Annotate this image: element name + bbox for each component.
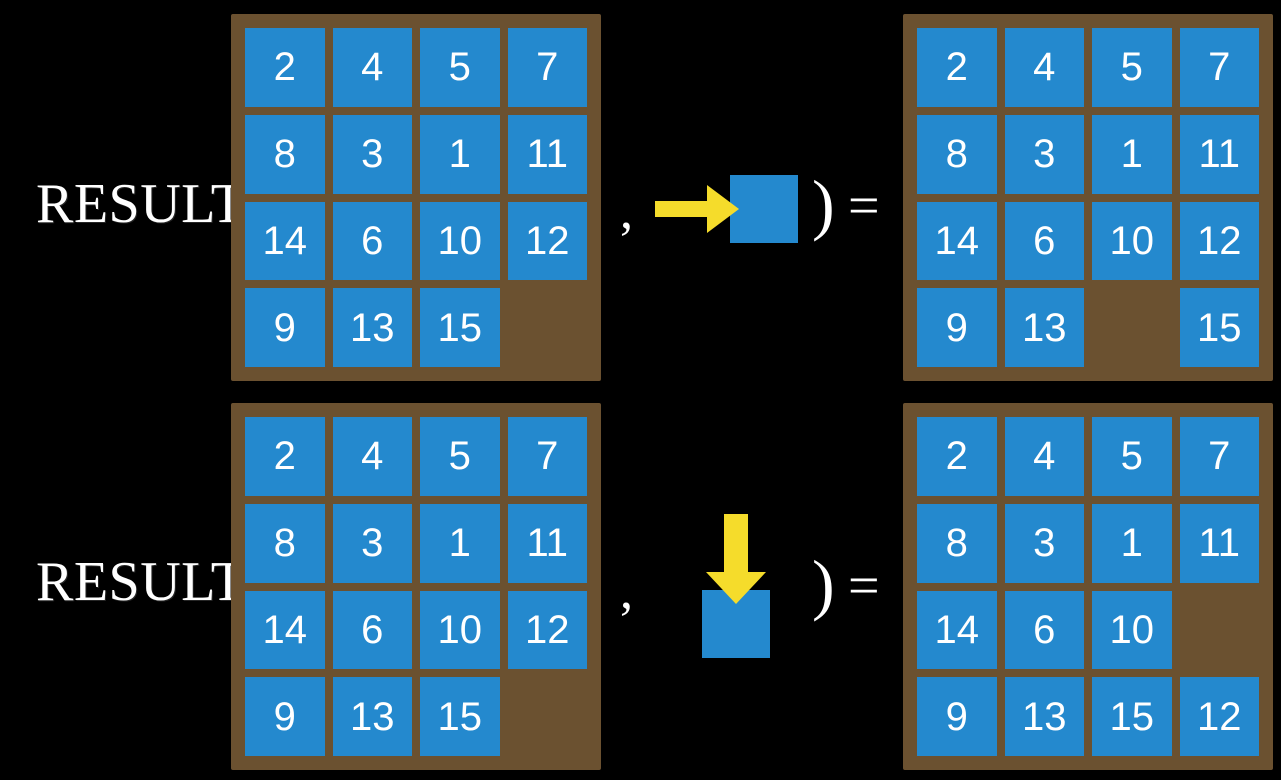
puzzle-tile[interactable]: 6: [332, 201, 412, 281]
puzzle-tile[interactable]: 12: [1179, 201, 1259, 281]
puzzle-tile[interactable]: 7: [1179, 417, 1259, 496]
puzzle-tile-empty: [1180, 591, 1260, 670]
puzzle-tile-empty: [508, 677, 588, 756]
puzzle-tile[interactable]: 3: [1004, 503, 1084, 583]
puzzle-tile[interactable]: 9: [245, 288, 325, 367]
puzzle-tile[interactable]: 7: [507, 417, 587, 496]
puzzle-tile[interactable]: 10: [1092, 590, 1172, 670]
puzzle-tile-empty: [1092, 288, 1172, 367]
puzzle-tile[interactable]: 8: [245, 503, 325, 583]
puzzle-tile[interactable]: 1: [1092, 114, 1172, 194]
puzzle-tile[interactable]: 2: [245, 28, 325, 107]
puzzle-tile[interactable]: 9: [245, 677, 325, 756]
result-label-row-1: RESULT(: [36, 173, 265, 235]
puzzle-tile[interactable]: 3: [1004, 114, 1084, 194]
puzzle-tile[interactable]: 4: [332, 28, 412, 107]
puzzle-tile[interactable]: 13: [332, 677, 412, 756]
puzzle-tile[interactable]: 4: [1004, 28, 1084, 107]
puzzle-tile[interactable]: 14: [917, 590, 997, 670]
puzzle-tile[interactable]: 9: [917, 288, 997, 367]
move-down-operand: [690, 510, 800, 670]
puzzle-tile[interactable]: 14: [245, 201, 325, 281]
puzzle-tile[interactable]: 1: [1092, 503, 1172, 583]
puzzle-tile[interactable]: 15: [420, 288, 500, 367]
puzzle-tile[interactable]: 6: [1004, 201, 1084, 281]
puzzle-tile[interactable]: 8: [245, 114, 325, 194]
puzzle-tile[interactable]: 11: [1179, 114, 1259, 194]
puzzle-tile[interactable]: 12: [507, 590, 587, 670]
puzzle-tile[interactable]: 1: [420, 503, 500, 583]
puzzle-tile[interactable]: 8: [917, 503, 997, 583]
puzzle-tile[interactable]: 15: [1092, 677, 1172, 756]
puzzle-tile[interactable]: 5: [1092, 417, 1172, 496]
puzzle-tile[interactable]: 4: [1004, 417, 1084, 496]
puzzle-tile[interactable]: 8: [917, 114, 997, 194]
close-paren-row-1: ): [812, 166, 835, 242]
operand-tile-right: [730, 175, 798, 243]
puzzle-tile[interactable]: 13: [1004, 288, 1084, 367]
puzzle-tile[interactable]: 1: [420, 114, 500, 194]
puzzle-tile[interactable]: 7: [507, 28, 587, 107]
comma-row-1: ,: [620, 183, 633, 240]
puzzle-tile[interactable]: 6: [1004, 590, 1084, 670]
puzzle-tile[interactable]: 13: [332, 288, 412, 367]
arrow-right-icon: [655, 185, 739, 233]
puzzle-tile[interactable]: 4: [332, 417, 412, 496]
move-right-operand: [655, 170, 805, 250]
puzzle-tile[interactable]: 14: [245, 590, 325, 670]
puzzle-tile[interactable]: 10: [420, 590, 500, 670]
puzzle-tile[interactable]: 10: [1092, 201, 1172, 281]
puzzle-tile[interactable]: 5: [420, 28, 500, 107]
puzzle-tile[interactable]: 12: [507, 201, 587, 281]
equals-sign-row-2: =: [848, 555, 880, 617]
puzzle-tile[interactable]: 11: [1179, 503, 1259, 583]
result-label-row-2: RESULT(: [36, 551, 265, 613]
comma-row-2: ,: [620, 563, 633, 620]
puzzle-tile-empty: [508, 288, 588, 367]
puzzle-tile[interactable]: 5: [1092, 28, 1172, 107]
puzzle-tile[interactable]: 12: [1179, 677, 1259, 756]
equals-sign-row-1: =: [848, 175, 880, 237]
puzzle-tile[interactable]: 15: [420, 677, 500, 756]
puzzle-tile[interactable]: 9: [917, 677, 997, 756]
puzzle-tile[interactable]: 2: [917, 28, 997, 107]
puzzle-tile[interactable]: 6: [332, 590, 412, 670]
arrow-down-icon: [706, 514, 766, 604]
puzzle-tile[interactable]: 15: [1179, 288, 1259, 367]
puzzle-tile[interactable]: 3: [332, 114, 412, 194]
puzzle-tile[interactable]: 13: [1004, 677, 1084, 756]
puzzle-tile[interactable]: 11: [507, 114, 587, 194]
close-paren-row-2: ): [812, 546, 835, 622]
puzzle-tile[interactable]: 7: [1179, 28, 1259, 107]
puzzle-tile[interactable]: 3: [332, 503, 412, 583]
puzzle-tile[interactable]: 14: [917, 201, 997, 281]
puzzle-tile[interactable]: 5: [420, 417, 500, 496]
puzzle-tile[interactable]: 10: [420, 201, 500, 281]
puzzle-tile[interactable]: 2: [917, 417, 997, 496]
puzzle-tile[interactable]: 11: [507, 503, 587, 583]
puzzle-tile[interactable]: 2: [245, 417, 325, 496]
